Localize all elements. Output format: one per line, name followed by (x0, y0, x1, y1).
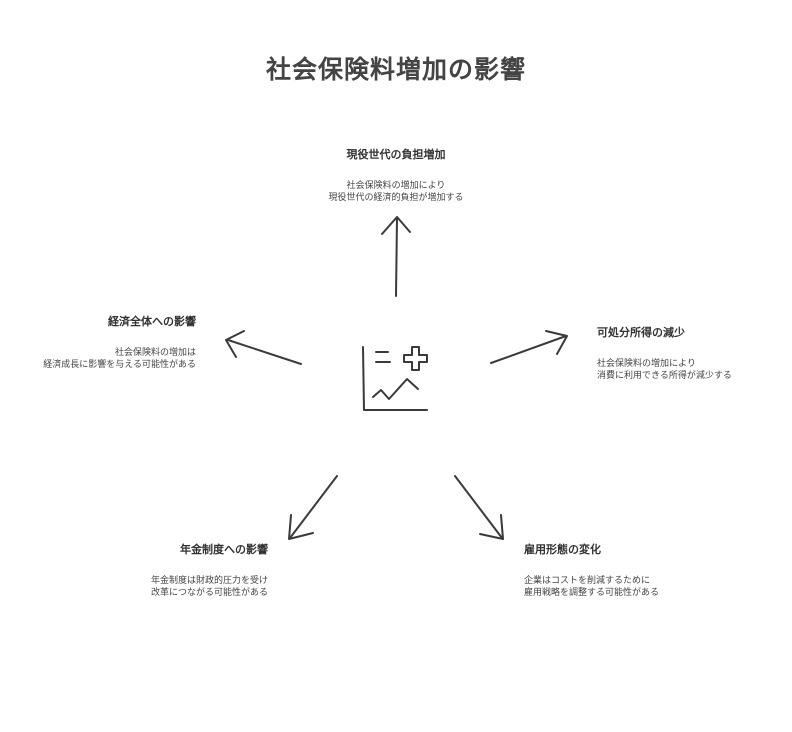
node-right-heading: 可処分所得の減少 (597, 326, 685, 339)
node-top: 現役世代の負担増加 社会保険料の増加により 現役世代の経済的負担が増加する (296, 146, 496, 204)
node-bottom-right: 雇用形態の変化 企業はコストを削減するために 雇用戦略を調整する可能性がある (524, 541, 744, 599)
chart-with-medical-cross-icon (362, 346, 428, 411)
arrow-down-right (454, 475, 504, 540)
arrow-down-left (288, 475, 338, 540)
node-bottom-left-description: 年金制度は財政的圧力を受け 改革につながる可能性がある (150, 576, 268, 598)
node-left: 経済全体への影響 社会保険料の増加は 経済成長に影響を与える可能性がある (0, 313, 196, 371)
arrow-right (490, 330, 568, 364)
node-top-heading: 現役世代の負担増加 (346, 148, 446, 161)
node-bottom-right-description: 企業はコストを削減するために 雇用戦略を調整する可能性がある (524, 576, 660, 598)
node-bottom-right-heading: 雇用形態の変化 (524, 543, 601, 556)
arrow-left (225, 330, 302, 365)
node-left-description: 社会保険料の増加は 経済成長に影響を与える可能性がある (43, 348, 196, 370)
node-top-description: 社会保険料の増加により 現役世代の経済的負担が増加する (328, 181, 464, 203)
node-right-description: 社会保険料の増加により 消費に利用できる所得が減少する (597, 359, 732, 381)
node-right: 可処分所得の減少 社会保険料の増加により 消費に利用できる所得が減少する (597, 324, 787, 382)
node-bottom-left-heading: 年金制度への影響 (180, 543, 268, 556)
arrow-up (381, 216, 411, 297)
diagram-title: 社会保険料増加の影響 (265, 55, 526, 84)
node-bottom-left: 年金制度への影響 年金制度は財政的圧力を受け 改革につながる可能性がある (60, 541, 268, 599)
node-left-heading: 経済全体への影響 (108, 315, 196, 328)
